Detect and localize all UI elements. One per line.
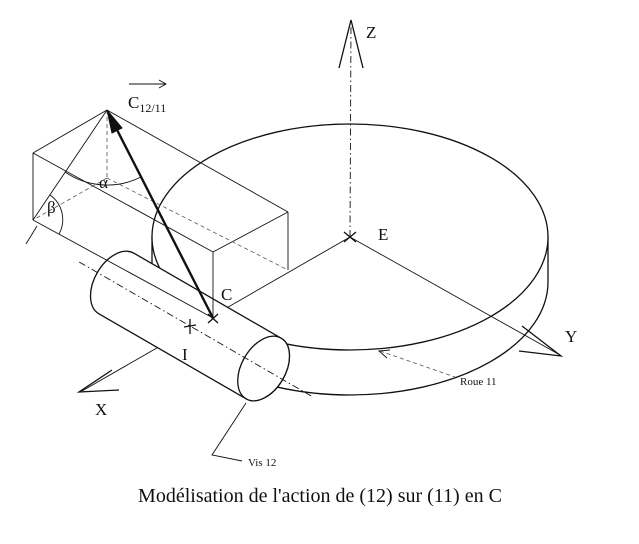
vector-symbol: C <box>128 93 139 112</box>
z-axis-arrowhead <box>338 19 364 69</box>
screw-label: Vis 12 <box>248 457 276 469</box>
vector-label: C12/11 <box>128 79 167 115</box>
x-axis-arrowhead <box>76 369 120 393</box>
z-axis-line <box>349 23 352 238</box>
point-e-mark <box>343 231 357 243</box>
face-diagonal <box>32 109 108 221</box>
vector-c12-11 <box>106 109 215 320</box>
point-e-label: E <box>378 225 388 244</box>
screw-axis-line <box>78 261 312 397</box>
z-axis-label: Z <box>366 23 376 42</box>
y-axis <box>349 236 564 357</box>
figure-caption: Modélisation de l'action de (12) sur (11… <box>138 485 502 507</box>
point-i-label: I <box>182 345 188 364</box>
point-c-label: C <box>221 285 232 304</box>
alpha-label: α <box>99 173 108 192</box>
svg-text:C12/11: C12/11 <box>128 93 166 115</box>
decomposition-box <box>25 109 289 319</box>
y-axis-arrowhead <box>518 325 564 357</box>
beta-label: β <box>47 198 56 217</box>
beta-arc <box>49 194 64 235</box>
point-c-mark <box>207 313 219 324</box>
screw-leader <box>211 402 247 462</box>
z-axis <box>338 19 364 238</box>
alpha-arc <box>64 171 142 186</box>
y-axis-line <box>349 236 561 356</box>
vector-shaft <box>110 118 215 320</box>
point-i-mark <box>183 319 197 334</box>
vector-arrowhead <box>106 109 123 134</box>
y-axis-label: Y <box>565 327 577 346</box>
x-axis-label: X <box>95 400 107 419</box>
vector-subscript: 12/11 <box>139 101 166 115</box>
wheel-leader <box>377 349 456 378</box>
wheel-label: Roue 11 <box>460 376 497 388</box>
